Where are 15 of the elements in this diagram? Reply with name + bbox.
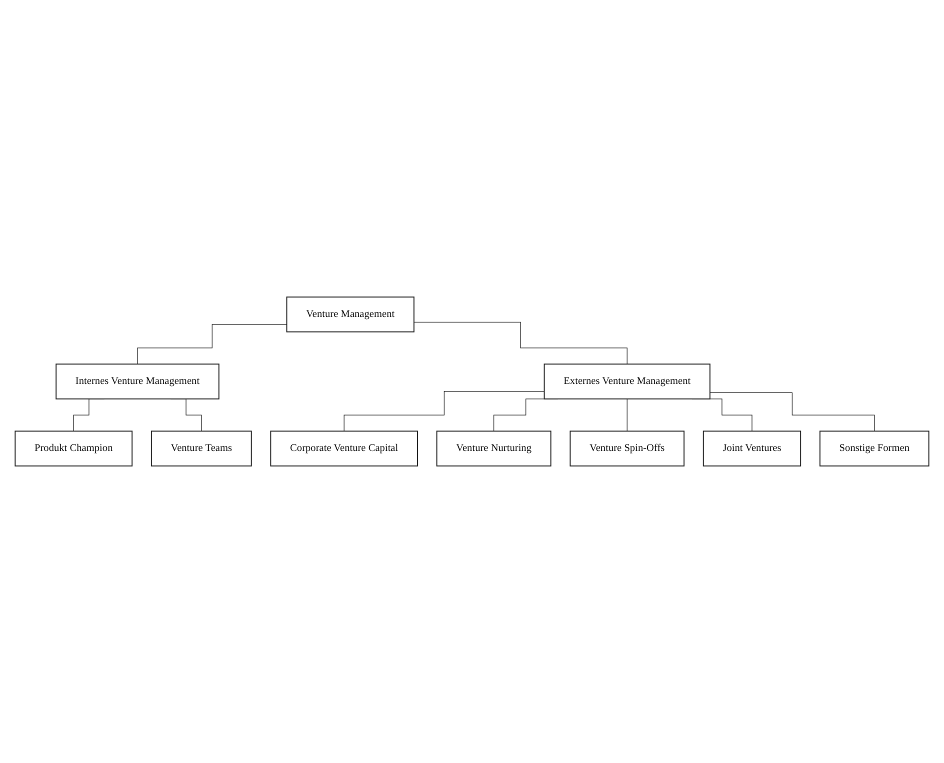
node-box: Corporate Venture Capital	[270, 430, 418, 466]
node-box: Produkt Champion	[14, 430, 133, 466]
connector	[137, 324, 288, 364]
node-box: Venture Spin-Offs	[570, 430, 685, 466]
connector	[414, 322, 628, 364]
node-box: Externes Venture Management	[544, 364, 710, 400]
node-box: Venture Nurturing	[436, 430, 552, 466]
node-box: Sonstige Formen	[819, 430, 930, 466]
node-box: Internes Venture Management	[56, 364, 220, 400]
node-box: Joint Ventures	[702, 430, 802, 466]
connector	[710, 392, 875, 432]
connector	[344, 391, 545, 432]
node-box: Venture Management	[286, 296, 414, 332]
node-box: Venture Teams	[150, 430, 252, 466]
connector	[626, 398, 628, 432]
